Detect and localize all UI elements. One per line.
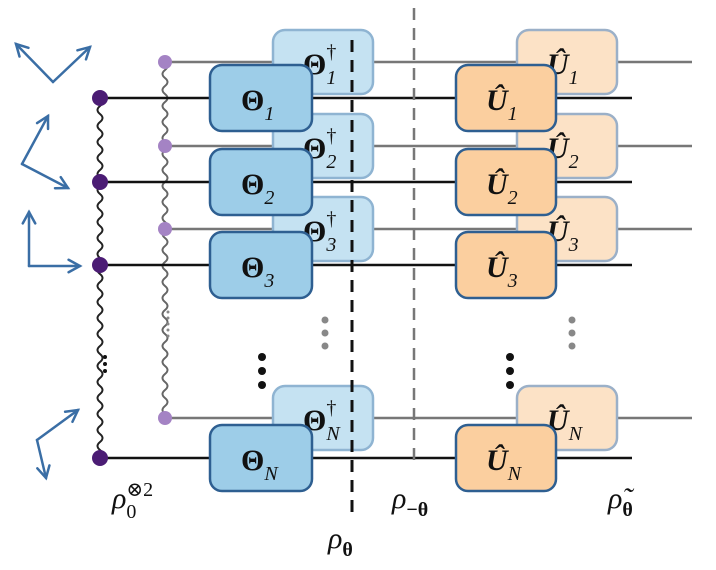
- theta-3-gate: Θ3: [208, 230, 314, 300]
- theta-1-gate-label: Θ1: [241, 84, 274, 125]
- ancilla-qubit-dot: [158, 222, 172, 236]
- polarization-arrow-icon: [51, 45, 92, 84]
- theta-2-gate-box: [208, 147, 314, 217]
- rho-minus-theta-label: ρ−θ⃗: [391, 482, 444, 521]
- system-qubit-dot: [92, 174, 108, 190]
- u-2-gate: Û2: [454, 147, 558, 217]
- rho-theta-label: ρθ⃗: [327, 522, 368, 561]
- u-2-gate-box: [454, 147, 558, 217]
- ellipsis-dot: [568, 329, 576, 337]
- ancilla-qubit-dot: [158, 139, 172, 153]
- polarization-arrow-icon: [35, 408, 81, 442]
- ellipsis-dot: [103, 355, 107, 359]
- ellipsis-dots: [103, 310, 576, 389]
- ellipsis-dot: [258, 381, 266, 389]
- ellipsis-dot: [506, 381, 514, 389]
- u-3-gate-label: Û3: [486, 251, 518, 292]
- ellipsis-dot: [103, 362, 107, 366]
- ancilla-qubit-dot: [158, 55, 172, 69]
- ellipsis-dot: [568, 342, 576, 350]
- theta-2-gate: Θ2: [208, 147, 314, 217]
- ancilla-qubit-dot: [158, 411, 172, 425]
- ellipsis-dot: [166, 310, 170, 314]
- ellipsis-dot: [166, 328, 170, 332]
- rho-tilde-theta-label: ρ̃θ⃗: [607, 482, 648, 521]
- polarization-arrow-icon: [14, 42, 55, 84]
- ellipsis-dot: [321, 342, 329, 350]
- theta-2-gate-label: Θ2: [241, 168, 274, 209]
- u-4-gate-label: ÛN: [486, 444, 523, 485]
- system-qubit-dot: [92, 450, 108, 466]
- ellipsis-dot: [258, 353, 266, 361]
- theta-4-gate-label: ΘN: [241, 444, 279, 485]
- theta-4-gate: ΘN: [208, 423, 314, 493]
- theta-1-gate-box: [208, 63, 314, 133]
- entanglement-wavy-line-ancilla: [161, 61, 169, 423]
- ellipsis-dot: [166, 334, 170, 338]
- theta-1-gate: Θ1: [208, 63, 314, 133]
- polarization-arrows: [14, 42, 92, 481]
- u-1-gate-box: [454, 63, 558, 133]
- polarization-arrow-icon: [35, 438, 51, 481]
- ellipsis-dot: [506, 353, 514, 361]
- theta-3-gate-label: Θ3: [241, 251, 274, 292]
- system-qubit-dot: [92, 257, 108, 273]
- ellipsis-dot: [166, 322, 170, 326]
- u-1-gate: Û1: [454, 63, 558, 133]
- ellipsis-dot: [103, 369, 107, 373]
- labels: ρ0⊗2 ρθ⃗ ρ−θ⃗ ρ̃θ⃗: [111, 479, 648, 561]
- system-qubit-dot: [92, 90, 108, 106]
- u-1-gate-label: Û1: [486, 84, 518, 125]
- polarization-arrow-icon: [27, 258, 83, 274]
- ellipsis-dot: [568, 316, 576, 324]
- cut-lines: [350, 8, 416, 512]
- entanglement-wavy-line-system: [96, 97, 104, 459]
- ellipsis-dot: [321, 316, 329, 324]
- ellipsis-dot: [166, 316, 170, 320]
- theta-4-gate-box: [208, 423, 314, 493]
- theta-dagger-4-gate-label: Θ†N: [303, 397, 341, 445]
- u-2-gate-label: Û2: [486, 168, 518, 209]
- polarization-arrow-icon: [21, 209, 37, 268]
- ellipsis-dot: [258, 367, 266, 375]
- ellipsis-dot: [506, 367, 514, 375]
- polarization-arrow-icon: [20, 162, 71, 190]
- u-4-gate: ÛN: [454, 423, 558, 493]
- theta-3-gate-box: [208, 230, 314, 300]
- ellipsis-dot: [321, 329, 329, 337]
- rho0-label: ρ0⊗2: [111, 479, 153, 523]
- u-4-gate-box: [454, 423, 558, 493]
- polarization-arrow-icon: [20, 113, 50, 166]
- u-3-gate-box: [454, 230, 558, 300]
- u-3-gate: Û3: [454, 230, 558, 300]
